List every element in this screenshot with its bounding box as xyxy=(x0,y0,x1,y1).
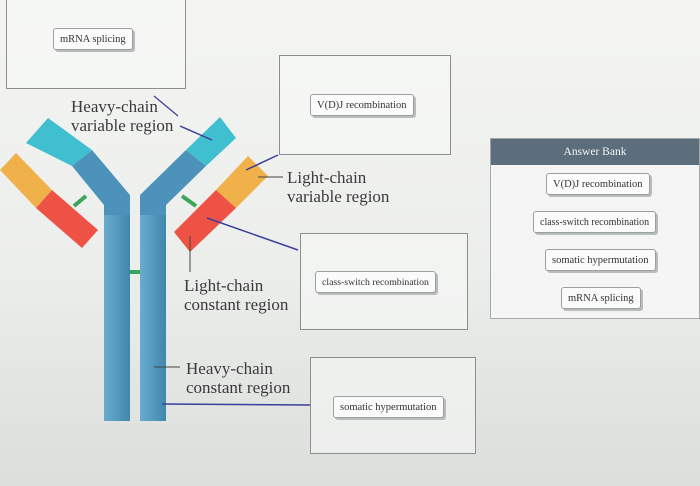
label-line: variable region xyxy=(287,187,390,206)
disulfide-bond-right xyxy=(180,194,198,208)
heavy-chain-left-arm xyxy=(72,150,130,215)
heavy-chain-left-stem xyxy=(104,200,130,421)
answer-bank-item[interactable]: V(D)J recombination xyxy=(546,173,650,195)
heavy-chain-right-stem xyxy=(140,200,166,421)
heavy-variable-left xyxy=(26,118,92,166)
answer-bank-title: Answer Bank xyxy=(491,139,699,165)
placed-answer-chip[interactable]: V(D)J recombination xyxy=(310,94,414,116)
dropzone-1[interactable]: mRNA splicing xyxy=(6,0,186,89)
label-heavy-chain-constant: Heavy-chain constant region xyxy=(186,359,290,397)
light-constant-left xyxy=(36,190,98,248)
placed-answer-chip[interactable]: mRNA splicing xyxy=(53,28,133,50)
label-line: variable region xyxy=(71,116,174,135)
dropzone-2[interactable]: V(D)J recombination xyxy=(279,55,451,155)
label-line: Heavy-chain xyxy=(71,97,158,116)
light-variable-right xyxy=(216,156,268,208)
pointer-light-variable xyxy=(245,154,279,171)
label-line: constant region xyxy=(184,295,289,314)
heavy-chain-right-arm xyxy=(140,150,206,215)
placed-answer-chip[interactable]: class-switch recombination xyxy=(315,271,436,293)
label-line: Light-chain xyxy=(184,276,264,295)
disulfide-bond-left xyxy=(72,194,88,208)
light-variable-left xyxy=(0,153,52,208)
answer-bank-item[interactable]: class-switch recombination xyxy=(533,211,657,233)
pointer-heavy-variable xyxy=(179,125,213,141)
placed-answer-chip[interactable]: somatic hypermutation xyxy=(333,396,444,418)
answer-bank: Answer Bank V(D)J recombination class-sw… xyxy=(490,138,700,319)
label-light-chain-variable: Light-chain variable region xyxy=(287,168,389,206)
pointer-heavy-constant xyxy=(161,403,311,406)
label-line: Light-chain xyxy=(287,168,367,187)
answer-bank-item[interactable]: mRNA splicing xyxy=(561,287,641,309)
pointer-heavy-variable-stub xyxy=(153,95,179,117)
label-heavy-chain-variable: Heavy-chain variable region xyxy=(71,97,173,135)
answer-bank-item[interactable]: somatic hypermutation xyxy=(545,249,656,271)
dropzone-3[interactable]: class-switch recombination xyxy=(300,233,468,330)
label-light-chain-constant: Light-chain constant region xyxy=(184,276,288,314)
label-line: constant region xyxy=(186,378,291,397)
pointer-light-constant xyxy=(206,217,299,251)
dropzone-4[interactable]: somatic hypermutation xyxy=(310,357,476,454)
label-line: Heavy-chain xyxy=(186,359,273,378)
heavy-variable-right xyxy=(186,117,236,166)
